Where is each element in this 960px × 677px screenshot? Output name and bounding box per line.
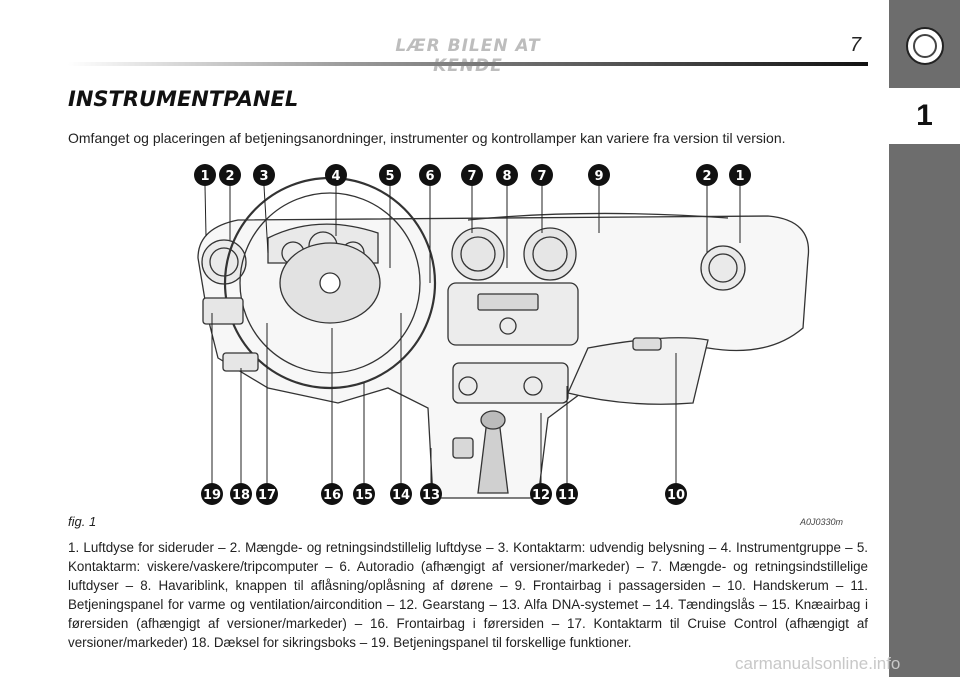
center-vent-right-inner [532,236,568,272]
callout-badge [461,164,483,186]
callout-badge [420,483,442,505]
alfa-romeo-logo-icon [906,27,944,65]
callout-number: 11 [558,488,576,503]
chapter-tab[interactable]: 1 [889,88,960,144]
callout-number: 18 [232,488,250,503]
section-heading: INSTRUMENTPANEL [68,87,299,111]
callout-leaders [204,185,741,483]
callout-badge [390,483,412,505]
figure-label: fig. 1 [68,514,97,529]
callout-badge [531,164,553,186]
callout-number: 9 [594,169,603,184]
callout-number: 8 [502,169,511,184]
right-vent-inner [708,253,738,283]
callout-badge [201,483,223,505]
callout-number: 13 [422,488,440,503]
callout-badge [556,483,578,505]
top-callouts: 1 2 3 4 5 6 7 8 7 9 2 1 [194,164,751,186]
bottom-callouts: 19 18 17 16 15 14 13 12 11 10 [201,483,687,505]
left-vent [201,239,247,285]
left-switch-panel [202,297,244,325]
callout-badge [696,164,718,186]
callout-number: 12 [532,488,550,503]
callout-number: 16 [323,488,341,503]
callout-badge [379,164,401,186]
center-vent-left-inner [460,236,496,272]
callout-badge [419,164,441,186]
header-rule [68,62,868,66]
callout-badge [325,164,347,186]
center-vent-left [451,227,505,281]
callout-number: 10 [667,488,685,503]
callout-badge [219,164,241,186]
callout-number: 14 [392,488,410,503]
dna-switch [452,437,474,459]
left-vent-inner [209,247,239,277]
callout-badge [665,483,687,505]
callout-badge [496,164,518,186]
callout-number: 7 [537,169,546,184]
callout-badge [353,483,375,505]
page-number: 7 [850,34,862,56]
steering-badge [319,272,341,294]
callout-number: 7 [467,169,476,184]
callout-number: 2 [702,169,711,184]
dashboard-illustration: 1 2 3 4 5 6 7 8 7 9 2 1 19 [194,164,810,505]
callout-badge [530,483,552,505]
callout-badge [729,164,751,186]
callout-number: 5 [385,169,394,184]
dashboard-figure: 1 2 3 4 5 6 7 8 7 9 2 1 19 [68,158,868,513]
callout-number: 4 [331,169,340,184]
center-vent-right [523,227,577,281]
climate-panel [452,362,569,404]
callout-number: 3 [259,169,268,184]
page-header-title: LÆR BILEN AT KENDE [395,36,541,76]
callout-badge [253,164,275,186]
callout-number: 1 [200,169,209,184]
callout-number: 2 [225,169,234,184]
callout-badge [256,483,278,505]
climate-knob-right [523,376,543,396]
callout-badge [588,164,610,186]
figure-code: A0J0330m [800,517,844,527]
callout-badge [230,483,252,505]
steering-wheel-inner [239,192,421,374]
callout-number: 19 [203,488,221,503]
watermark: carmanualsonline.info [735,654,901,673]
callout-number: 1 [735,169,744,184]
figure-caption: 1. Luftdyse for sideruder – 2. Mængde- o… [68,540,868,650]
intro-text: Omfanget og placeringen af betjeningsano… [68,130,786,146]
glovebox-handle [632,337,662,351]
passenger-dash-line [467,212,729,221]
right-vent [700,245,746,291]
callout-badge [194,164,216,186]
gear-knob [480,410,506,430]
radio-knob [499,317,517,335]
radio-display [477,293,539,311]
radio-panel [447,282,579,346]
callout-number: 17 [258,488,276,503]
climate-knob-left [458,376,478,396]
callout-number: 6 [425,169,434,184]
callout-badge [321,483,343,505]
callout-number: 15 [355,488,373,503]
